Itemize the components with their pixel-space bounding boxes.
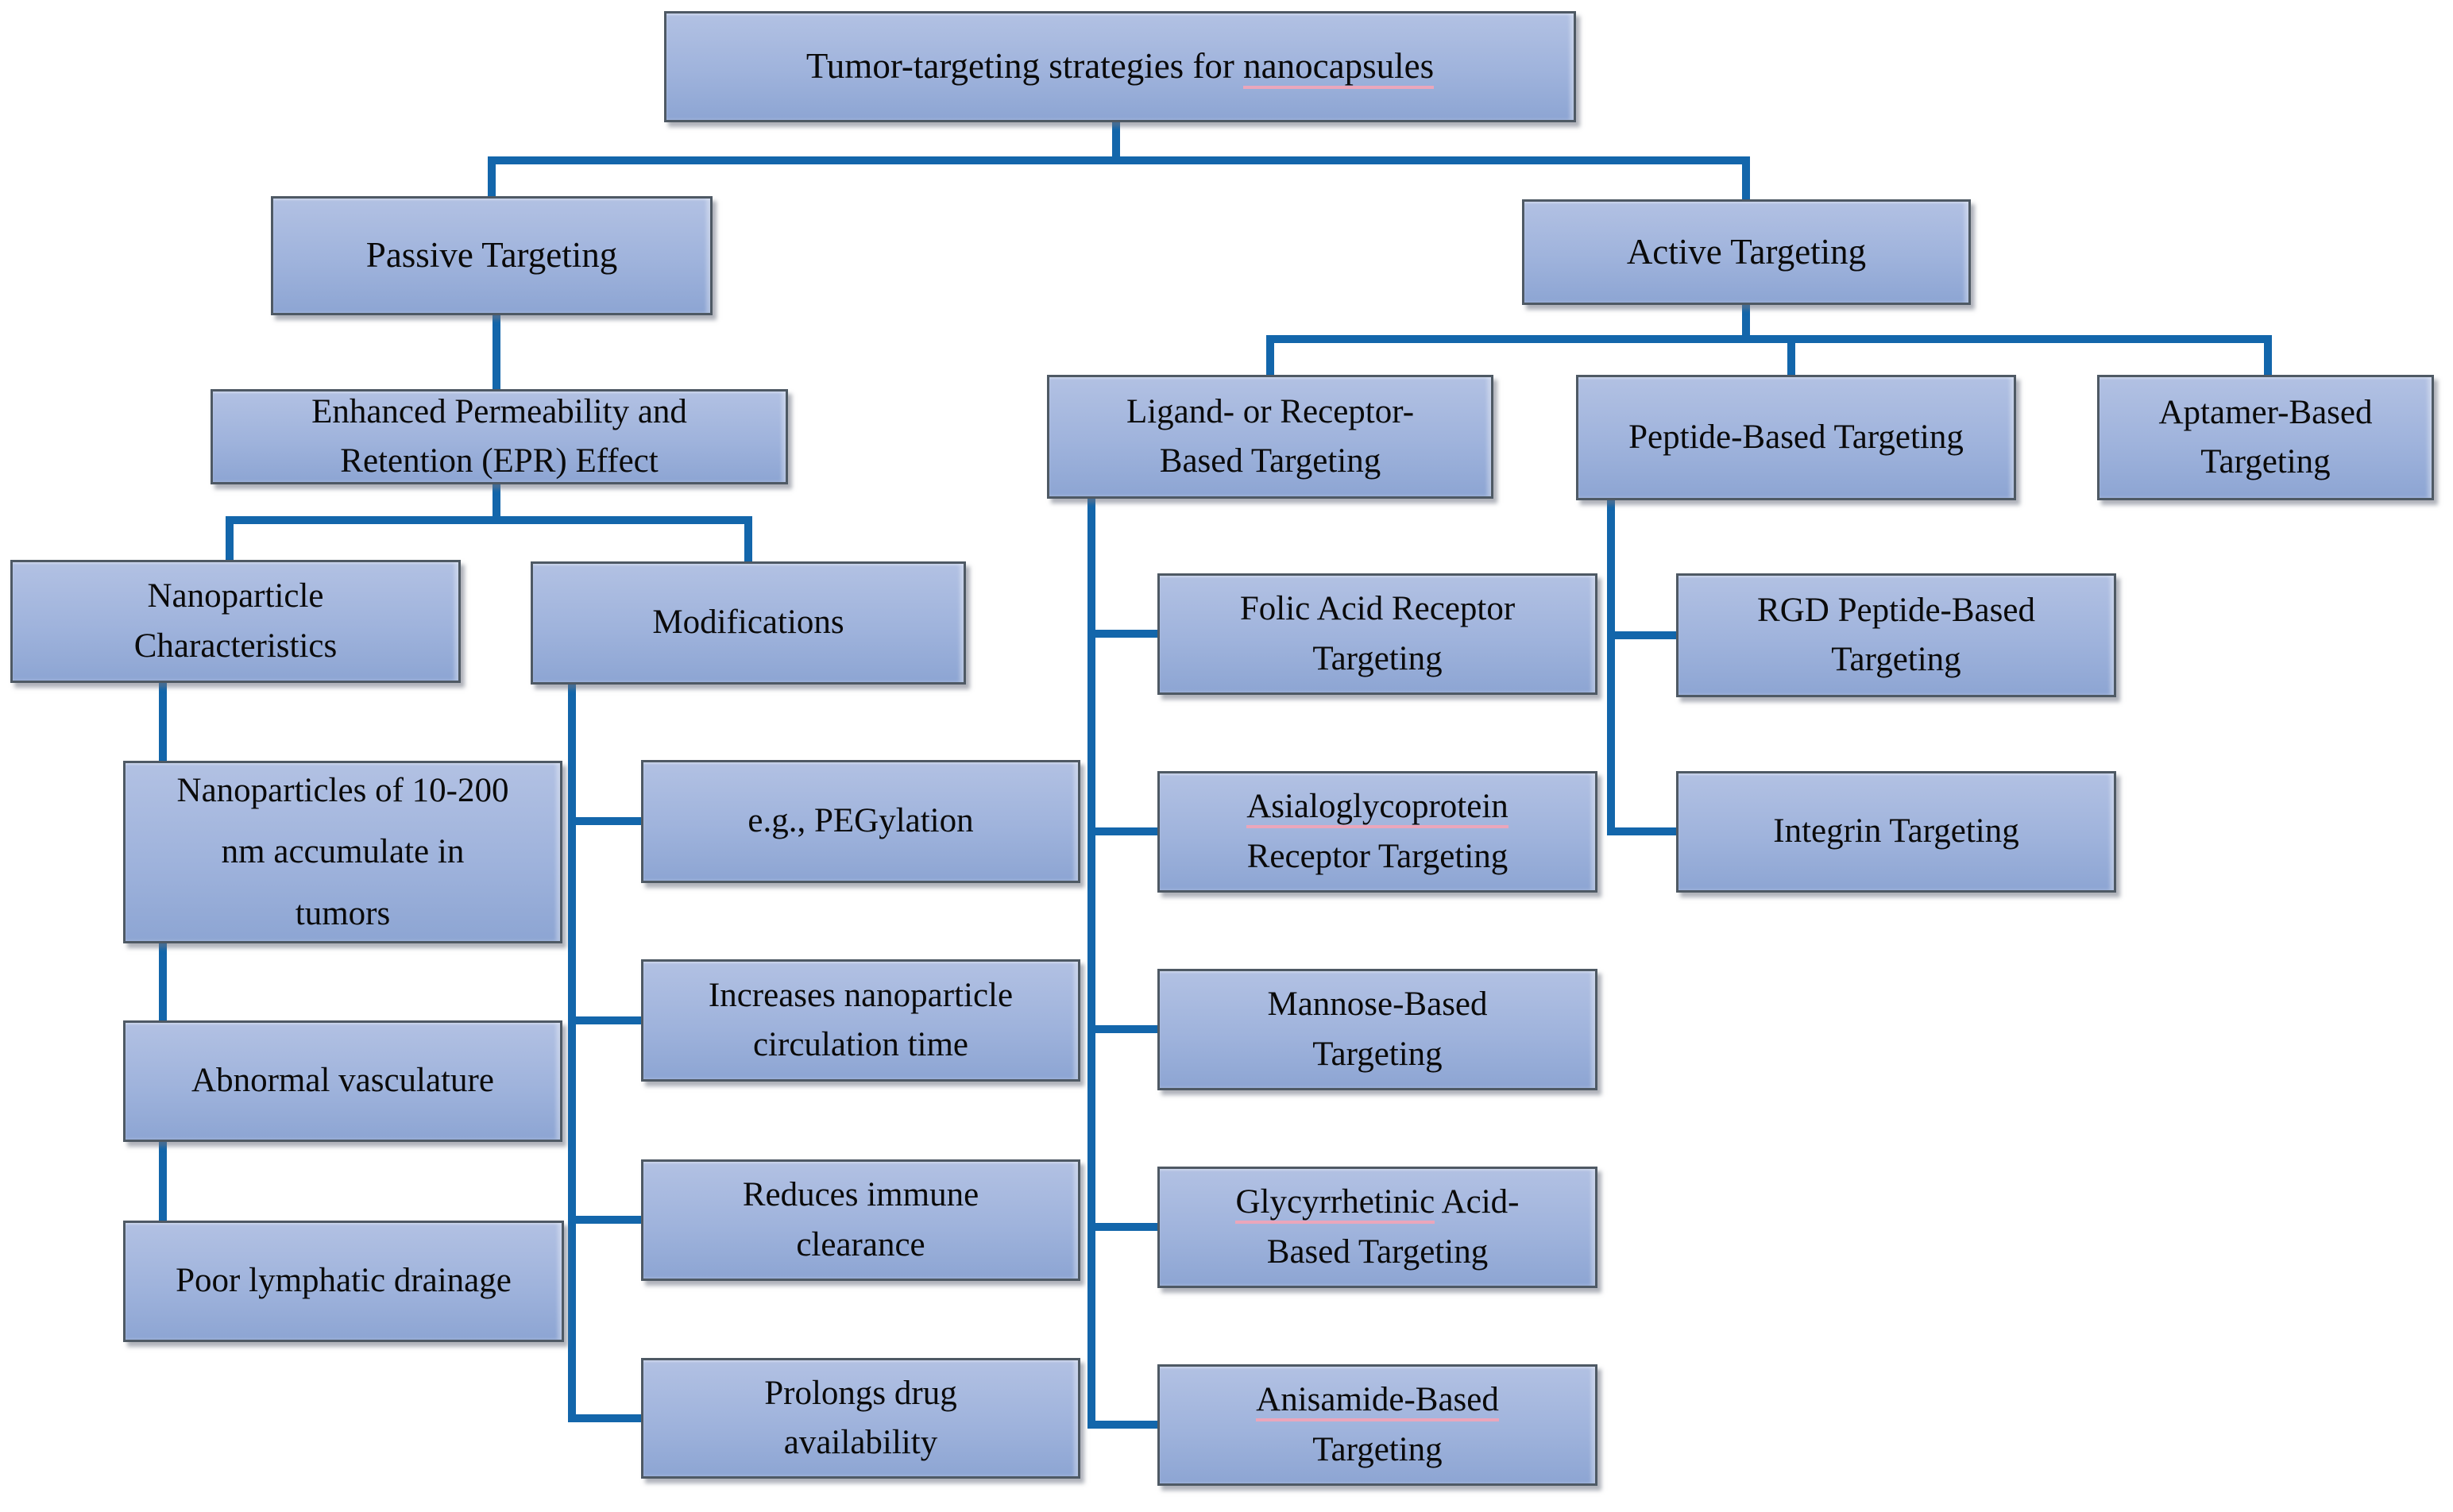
node-passive-targeting: Passive Targeting	[271, 196, 713, 315]
node-label: Receptor Targeting	[1246, 837, 1508, 875]
node-ligand-receptor-targeting: Ligand- or Receptor- Based Targeting	[1047, 375, 1493, 499]
connector-asialo-stub	[1087, 827, 1157, 835]
node-title-label-underlined: nanocapsules	[1243, 46, 1435, 90]
connector-prol-stub	[568, 1414, 641, 1422]
connector-red-stub	[568, 1216, 641, 1224]
node-label: Prolongs drug availability	[764, 1374, 957, 1461]
connector-nc-elbow	[226, 516, 234, 562]
node-nanoparticle-characteristics: Nanoparticle Characteristics	[10, 560, 461, 683]
connector-passive-elbow	[488, 156, 496, 198]
node-poor-lymphatic-drainage: Poor lymphatic drainage	[123, 1221, 564, 1342]
node-label: Modifications	[652, 604, 844, 642]
connector-glyc-stub	[1087, 1223, 1157, 1231]
connector-level1-hline	[488, 156, 1750, 164]
node-modifications: Modifications	[531, 561, 966, 685]
node-title: Tumor-targeting strategies for nanocapsu…	[664, 11, 1576, 122]
node-title-label: Tumor-targeting strategies for	[805, 46, 1244, 87]
connector-aptamer-elbow	[2264, 335, 2272, 377]
connector-peg-stub	[568, 817, 641, 825]
connector-integrin-stub	[1607, 827, 1676, 835]
node-mannose-targeting: Mannose-Based Targeting	[1157, 969, 1597, 1090]
connector-mannose-stub	[1087, 1025, 1157, 1033]
node-label: Poor lymphatic drainage	[176, 1262, 512, 1300]
connector-active-stub	[1742, 303, 1750, 343]
node-label: Abnormal vasculature	[191, 1062, 494, 1100]
connector-passive-to-epr	[493, 314, 500, 391]
node-label: Active Targeting	[1626, 231, 1867, 272]
node-label: Nanoparticle Characteristics	[133, 577, 338, 665]
node-label: Enhanced Permeability and Retention (EPR…	[311, 392, 687, 480]
connector-rgd-stub	[1607, 631, 1676, 639]
connector-peptide-childline	[1607, 499, 1615, 835]
node-label-underlined: Glycyrrhetinic	[1235, 1183, 1435, 1225]
connector-active-hline	[1266, 335, 2272, 343]
node-label: Acid- Based Targeting	[1266, 1183, 1520, 1271]
node-label: Passive Targeting	[365, 235, 618, 276]
connector-anis-stub	[1087, 1421, 1157, 1429]
connector-incr-stub	[568, 1016, 641, 1024]
node-aptamer-based-targeting: Aptamer-Based Targeting	[2097, 375, 2434, 500]
connector-ligand-childline	[1087, 497, 1095, 1429]
node-peptide-based-targeting: Peptide-Based Targeting	[1576, 375, 2016, 500]
connector-epr-stub	[493, 481, 500, 524]
node-label-underlined: Anisamide-Based	[1256, 1381, 1499, 1422]
node-abnormal-vasculature: Abnormal vasculature	[123, 1020, 562, 1142]
node-pegylation: e.g., PEGylation	[641, 760, 1080, 883]
connector-epr-hline	[226, 516, 752, 524]
node-label: Aptamer-Based Targeting	[2158, 393, 2373, 480]
node-folic-acid-targeting: Folic Acid Receptor Targeting	[1157, 573, 1597, 695]
node-drug-availability: Prolongs drug availability	[641, 1358, 1080, 1479]
connector-ligand-elbow	[1266, 335, 1274, 377]
node-asialoglycoprotein-targeting: Asialoglycoprotein Receptor Targeting	[1157, 771, 1597, 893]
node-immune-clearance: Reduces immune clearance	[641, 1159, 1080, 1281]
connector-mod-elbow	[744, 516, 752, 564]
node-label: Folic Acid Receptor Targeting	[1239, 590, 1516, 677]
node-np-10-200-accumulate: Nanoparticles of 10-200 nm accumulate in…	[123, 761, 562, 943]
node-glycyrrhetinic-targeting: Glycyrrhetinic Acid- Based Targeting	[1157, 1167, 1597, 1288]
node-label: Integrin Targeting	[1773, 812, 2019, 850]
node-integrin-targeting: Integrin Targeting	[1676, 771, 2116, 893]
node-label: Ligand- or Receptor- Based Targeting	[1126, 392, 1415, 480]
node-label-underlined: Asialoglycoprotein	[1246, 788, 1508, 829]
node-anisamide-targeting: Anisamide-Based Targeting	[1157, 1364, 1597, 1486]
node-label: RGD Peptide-Based Targeting	[1757, 591, 2035, 678]
node-label: Increases nanoparticle circulation time	[708, 976, 1014, 1063]
node-label: Reduces immune clearance	[742, 1176, 979, 1263]
connector-title-stub	[1112, 119, 1120, 164]
node-circulation-time: Increases nanoparticle circulation time	[641, 959, 1080, 1082]
node-label: Targeting	[1312, 1430, 1443, 1468]
connector-folic-stub	[1087, 630, 1157, 638]
node-epr-effect: Enhanced Permeability and Retention (EPR…	[211, 389, 788, 484]
node-rgd-peptide-targeting: RGD Peptide-Based Targeting	[1676, 573, 2116, 697]
connector-peptide-stub	[1787, 335, 1795, 377]
connector-mod-childline	[568, 683, 576, 1422]
node-label: e.g., PEGylation	[747, 802, 974, 840]
connector-nc-childline	[159, 681, 167, 1282]
node-label: Peptide-Based Targeting	[1628, 418, 1964, 456]
node-label: Nanoparticles of 10-200 nm accumulate in…	[176, 771, 509, 932]
node-label: Mannose-Based Targeting	[1267, 986, 1488, 1073]
connector-active-elbow	[1742, 156, 1750, 199]
node-active-targeting: Active Targeting	[1522, 199, 1971, 305]
